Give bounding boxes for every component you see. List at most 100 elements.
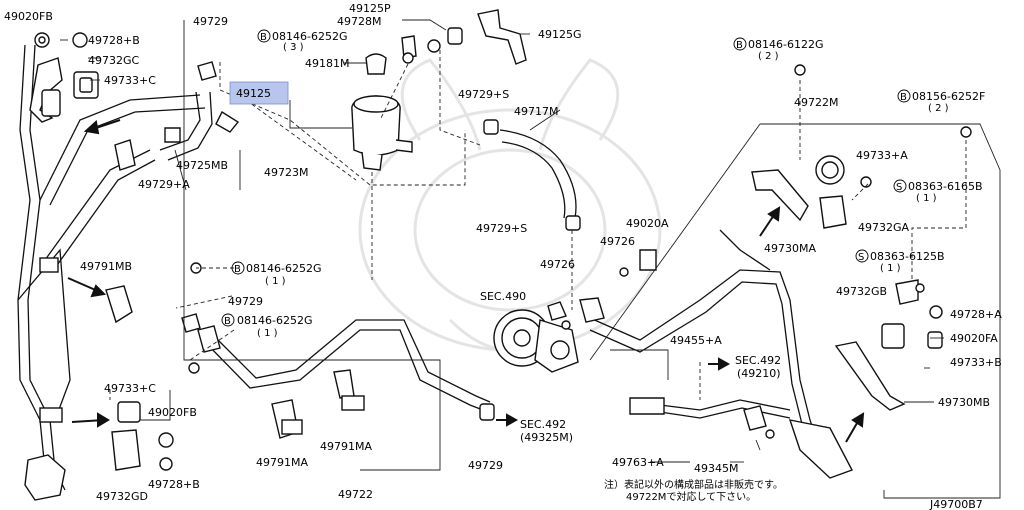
- ring-49728B-top: [72, 32, 88, 48]
- clip-49020FB-top: [34, 32, 50, 48]
- svg-text:08363-6165B: 08363-6165B: [908, 180, 983, 193]
- label-49733C-top: 49733+C: [104, 74, 156, 87]
- label-49732GC: 49732GC: [88, 54, 140, 67]
- label-49717M: 49717M: [514, 105, 558, 118]
- return-pipe-49791MB: [17, 44, 206, 501]
- label-08363-6165B: S 08363-6165B ( 1 ): [893, 179, 983, 204]
- ring-49728B-low: [159, 457, 173, 471]
- bracket-49730MA: [751, 169, 809, 222]
- label-49791MB: 49791MB: [80, 260, 132, 273]
- bracket-49730MB: [834, 341, 906, 411]
- clamp-49732GD: [111, 429, 141, 471]
- label-08146-6252G-top: B 08146-6252G ( 3 ): [257, 29, 347, 53]
- dashed-lines: [109, 50, 967, 400]
- ring-49728A: [929, 305, 943, 319]
- svg-text:08146-6252G: 08146-6252G: [272, 30, 347, 43]
- label-49455A: 49455+A: [670, 334, 722, 347]
- bracket-pump-mount: [788, 419, 853, 479]
- bracket-49791MA-a: [271, 399, 303, 439]
- clamp-49732GA: [819, 195, 847, 229]
- clamp-49729-mid: [181, 313, 201, 333]
- label-49732GD: 49732GD: [96, 490, 148, 503]
- label-08146-6252G-low: B 08146-6252G ( 1 ): [221, 313, 312, 339]
- svg-text:( 1 ): ( 1 ): [265, 276, 286, 287]
- footnote-line-1: 注）表記以外の構成部品は非販売です。: [604, 478, 783, 491]
- pipe-clamp: [39, 407, 63, 423]
- label-49791MA-a: 49791MA: [256, 456, 308, 469]
- label-49020FA: 49020FA: [950, 332, 998, 345]
- clip-49020FB-low: [158, 432, 174, 448]
- svg-text:( 1 ): ( 1 ): [916, 193, 937, 204]
- pipe-cooler-loop: [24, 454, 66, 501]
- pressure-switch-49763A: [743, 405, 775, 439]
- svg-text:S: S: [858, 252, 864, 263]
- svg-text:B: B: [900, 92, 907, 103]
- svg-text:B: B: [234, 264, 241, 275]
- label-49722: 49722: [338, 488, 373, 501]
- label-08146-6122G: B 08146-6122G ( 2 ): [733, 37, 823, 62]
- label-SEC492-b: SEC.492: [520, 418, 566, 431]
- label-49723M: 49723M: [264, 166, 308, 179]
- svg-text:08363-6125B: 08363-6125B: [870, 250, 945, 263]
- label-49722M: 49722M: [794, 96, 838, 109]
- label-SEC492-a: SEC.492: [735, 354, 781, 367]
- label-49728M: 49728M: [337, 15, 381, 28]
- insulator-49733C-top: [73, 71, 99, 99]
- svg-text:( 1 ): ( 1 ): [257, 328, 278, 339]
- label-49729-low: 49729: [468, 459, 503, 472]
- label-49125G: 49125G: [538, 28, 582, 41]
- label-49726-a: 49726: [600, 235, 635, 248]
- label-08363-6125B: S 08363-6125B ( 1 ): [855, 249, 945, 274]
- bolt-08156-6252F: [960, 126, 972, 138]
- svg-text:( 2 ): ( 2 ): [758, 51, 779, 62]
- svg-text:( 2 ): ( 2 ): [928, 103, 949, 114]
- label-SEC492-a-ref: (49210): [737, 367, 781, 380]
- svg-text:B: B: [224, 316, 231, 327]
- svg-text:B: B: [260, 32, 267, 43]
- label-49730MB: 49730MB: [938, 396, 990, 409]
- diagram-id: J49700B7: [929, 498, 983, 510]
- bolt-08146-6252G-top: [402, 52, 414, 64]
- clip-49020FA: [927, 331, 943, 349]
- label-49732GB: 49732GB: [836, 285, 887, 298]
- label-49729S-top: 49729+S: [458, 88, 509, 101]
- hose-49717M: [483, 119, 581, 231]
- label-49732GA: 49732GA: [858, 221, 910, 234]
- label-49125P: 49125P: [349, 2, 391, 15]
- clamp-49732GB: [895, 279, 919, 305]
- power-steering-pump-SEC490: [493, 301, 579, 373]
- bolt-08363-6125B: [915, 283, 925, 293]
- label-SEC490: SEC.490: [480, 290, 526, 303]
- pipe-clamp: [39, 257, 59, 273]
- watermark-emblem: [358, 58, 662, 352]
- label-49726-b: 49726: [540, 258, 575, 271]
- label-49733C-low: 49733+C: [104, 382, 156, 395]
- washer-49726: [561, 320, 571, 330]
- label-49729A: 49729+A: [138, 178, 190, 191]
- label-49020A: 49020A: [626, 217, 669, 230]
- labels: 49020FB 49728+B 49732GC 49733+C 49729 49…: [4, 2, 1002, 510]
- svg-text:B: B: [736, 40, 743, 51]
- svg-text:( 1 ): ( 1 ): [880, 263, 901, 274]
- svg-text:08146-6122G: 08146-6122G: [748, 38, 823, 51]
- pipe-bracket: [114, 139, 136, 171]
- svg-text:08146-6252G: 08146-6252G: [246, 262, 321, 275]
- bolt-08146-6122G: [794, 64, 806, 76]
- fitting-49020A: [619, 249, 657, 277]
- cooler-pipe-49722M: [579, 229, 821, 455]
- pressure-line-49722: [197, 319, 495, 421]
- label-49730MA: 49730MA: [764, 242, 816, 255]
- label-49728B-low: 49728+B: [148, 478, 200, 491]
- label-49125: 49125: [236, 87, 271, 100]
- label-49763A: 49763+A: [612, 456, 664, 469]
- label-49728A: 49728+A: [950, 308, 1002, 321]
- label-49725MB: 49725MB: [176, 159, 228, 172]
- label-49733B: 49733+B: [950, 356, 1002, 369]
- bracket-49791MB: [105, 285, 133, 324]
- reservoir-bracket-49125G: [477, 9, 527, 65]
- label-49345M: 49345M: [694, 462, 738, 475]
- svg-text:08146-6252G: 08146-6252G: [237, 314, 312, 327]
- svg-text:S: S: [896, 182, 902, 193]
- label-49729-mid: 49729: [228, 295, 263, 308]
- label-49733A: 49733+A: [856, 149, 908, 162]
